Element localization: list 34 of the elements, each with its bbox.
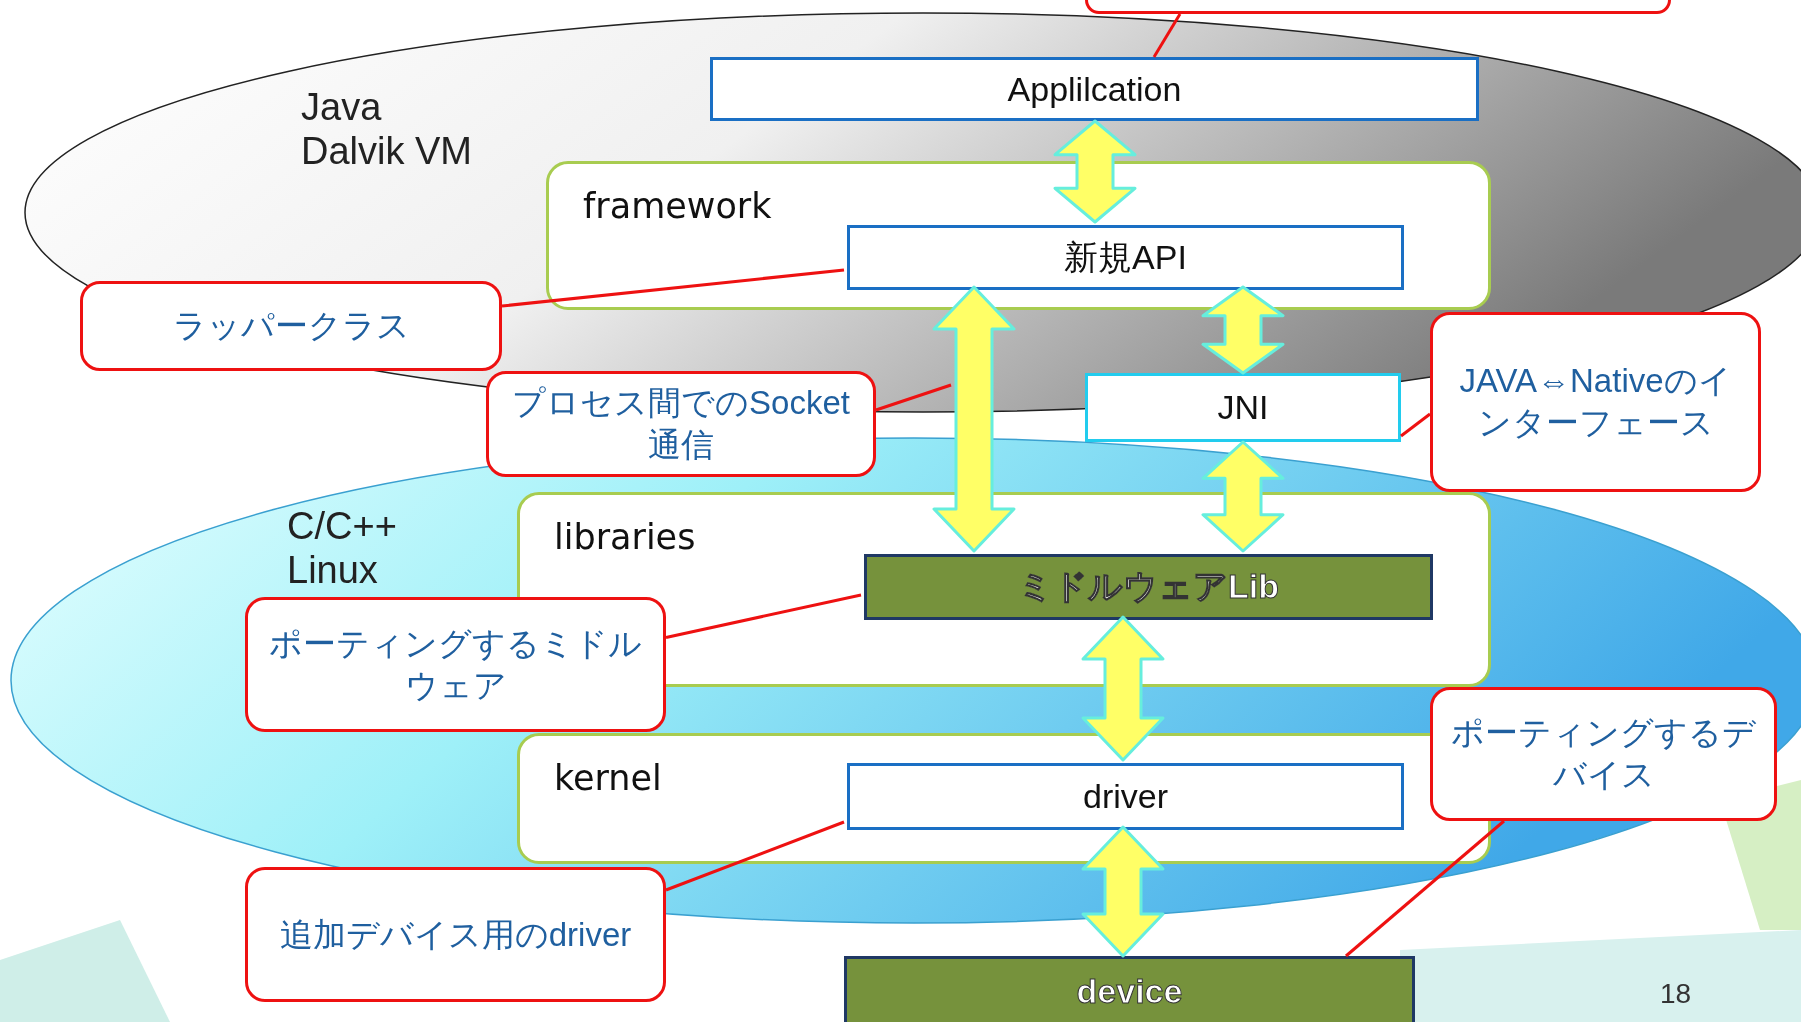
component-label: Applilcation — [1007, 69, 1182, 109]
component-box — [710, 57, 1479, 121]
double-arrow — [1053, 119, 1137, 224]
component-label: driver — [1083, 777, 1168, 816]
component-label: 新規API — [1064, 236, 1187, 278]
layer-label: Java Dalvik VM — [301, 85, 474, 173]
component-label: JNI — [1217, 388, 1269, 427]
double-arrow — [1081, 825, 1165, 958]
component-label: device — [1076, 971, 1183, 1011]
panel-heading: kernel — [554, 758, 662, 798]
callout-text: 追加デバイス用のdriver — [279, 914, 632, 955]
layer-label: C/C++ Linux — [287, 504, 398, 592]
callout-box — [486, 371, 876, 477]
component-box — [847, 763, 1404, 830]
callout-box — [1430, 312, 1761, 492]
callout-text: ラッパークラス — [172, 306, 410, 346]
component-box — [1085, 373, 1401, 442]
panel-heading: libraries — [554, 517, 696, 557]
callout-text: ポーティングするミドルウェア — [268, 623, 643, 706]
callout-text: JAVA⇔Nativeのインターフェース — [1458, 361, 1733, 443]
callout-text: プロセス間でのSocket通信 — [511, 383, 851, 465]
double-arrow — [1201, 285, 1285, 375]
component-block — [844, 956, 1415, 1022]
callout-box — [245, 867, 666, 1002]
component-block — [864, 554, 1433, 620]
double-arrow — [932, 285, 1016, 553]
double-arrow — [1081, 615, 1165, 762]
panel-heading: framework — [583, 186, 772, 226]
callout-text: ポーティングするデバイス — [1451, 713, 1756, 795]
double-arrow — [1201, 440, 1285, 553]
page-number: 18 — [1660, 978, 1692, 1010]
component-label: ミドルウェアLib — [1018, 566, 1279, 607]
component-box — [847, 225, 1404, 290]
layer-panel — [546, 161, 1491, 310]
